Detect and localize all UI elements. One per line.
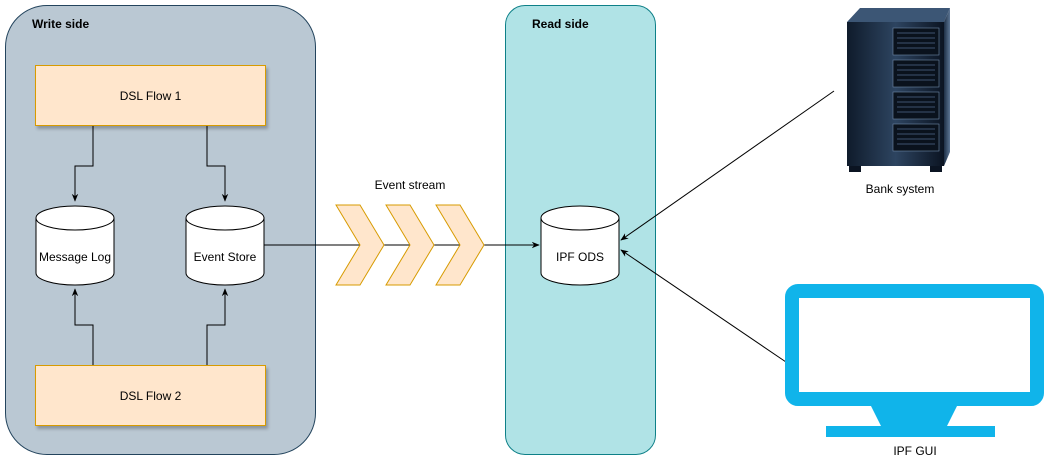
bank-to-ods-arrow xyxy=(620,90,835,241)
event-store-label: Event Store xyxy=(193,250,257,264)
dsl-flow-1-box[interactable]: DSL Flow 1 xyxy=(35,65,266,126)
flow2-to-message-log-arrow xyxy=(71,288,94,365)
message-log-label: Message Log xyxy=(38,250,112,264)
dsl-flow-1-label: DSL Flow 1 xyxy=(119,88,182,103)
ipf-ods-label: IPF ODS xyxy=(555,250,604,264)
flow2-to-event-store-arrow xyxy=(206,288,229,365)
event-stream-chevrons xyxy=(335,204,485,286)
bank-system-label: Bank system xyxy=(865,182,935,196)
message-log-cylinder xyxy=(35,205,115,286)
read-side-panel xyxy=(505,5,656,455)
server-rack-icon xyxy=(847,8,950,172)
dsl-flow-2-label: DSL Flow 2 xyxy=(119,388,182,403)
event-store-cylinder xyxy=(185,205,265,286)
dsl-flow-2-box[interactable]: DSL Flow 2 xyxy=(35,365,266,426)
flow1-to-message-log-arrow xyxy=(71,126,94,202)
ipf-gui-label: IPF GUI xyxy=(893,444,937,458)
read-side-title: Read side xyxy=(532,17,589,31)
write-side-title: Write side xyxy=(32,17,90,31)
ipf-ods-cylinder xyxy=(540,205,620,286)
event-stream-label: Event stream xyxy=(374,178,446,192)
gui-to-ods-arrow xyxy=(620,249,787,363)
flow1-to-event-store-arrow xyxy=(206,126,229,202)
monitor-icon xyxy=(785,284,1044,437)
